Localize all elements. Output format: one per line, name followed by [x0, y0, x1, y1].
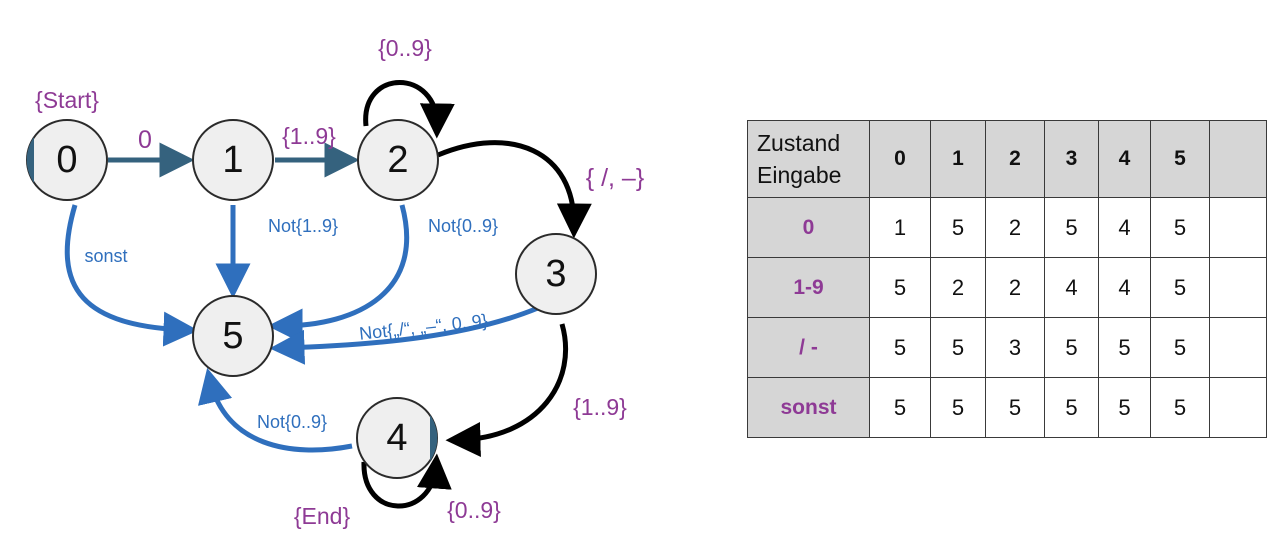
state-0-label: 0: [56, 139, 77, 181]
table-cell: 3: [985, 317, 1045, 378]
table-cell: [1209, 377, 1267, 438]
table-cell: 5: [1044, 377, 1099, 438]
table-row: 0 1 5 2 5 4 5: [747, 197, 1267, 258]
table-cell: [1209, 197, 1267, 258]
table-cell: 5: [930, 377, 986, 438]
edge-2-5-label: Not{0..9}: [428, 216, 498, 236]
state-3: 3: [515, 233, 597, 315]
edge-0-5: [64, 204, 199, 347]
table-cell: 2: [985, 197, 1045, 258]
column-header-0: 0: [869, 120, 931, 198]
table-header-row: Zustand Eingabe 0 1 2 3 4 5: [747, 120, 1267, 198]
table-cell: 5: [1098, 317, 1151, 378]
edge-4-5: [198, 367, 353, 453]
edge-0-5-label: sonst: [84, 246, 127, 266]
table-cell: 5: [930, 317, 986, 378]
state-4-label: 4: [386, 417, 407, 459]
row-header: 0: [747, 197, 870, 258]
edge-2-3: [437, 140, 592, 239]
table-cell: 4: [1098, 257, 1151, 318]
corner-label-zustand: Zustand: [757, 130, 841, 156]
corner-label-eingabe: Eingabe: [757, 162, 842, 188]
column-header-4: 4: [1098, 120, 1151, 198]
table-cell: 2: [985, 257, 1045, 318]
table-cell: [1209, 317, 1267, 378]
state-5-label: 5: [222, 315, 243, 357]
table-cell: 5: [869, 257, 931, 318]
state-5: 5: [192, 295, 274, 377]
edge-2-3-label: { /, –}: [586, 164, 644, 192]
transition-table: Zustand Eingabe 0 1 2 3 4 5 0 1 5 2 5 4 …: [747, 120, 1267, 438]
table-row: / - 5 5 3 5 5 5: [747, 317, 1267, 378]
edge-3-4: [445, 323, 569, 457]
column-header-1: 1: [930, 120, 986, 198]
edge-2-5: [267, 204, 410, 344]
edge-1-5-label: Not{1..9}: [268, 216, 338, 236]
table-cell: 4: [1098, 197, 1151, 258]
table-cell: 5: [1150, 377, 1210, 438]
table-row: sonst 5 5 5 5 5 5: [747, 377, 1267, 438]
end-marker: [430, 415, 438, 461]
table-cell: 5: [1098, 377, 1151, 438]
table-cell: 2: [930, 257, 986, 318]
column-header-5: 5: [1150, 120, 1210, 198]
table-cell: 5: [985, 377, 1045, 438]
edge-0-1-label: 0: [138, 126, 152, 154]
table-cell: 5: [1150, 317, 1210, 378]
table-cell: 5: [930, 197, 986, 258]
state-2-label: 2: [387, 139, 408, 181]
state-3-label: 3: [545, 253, 566, 295]
table-cell: 5: [1150, 257, 1210, 318]
start-label: {Start}: [35, 87, 99, 113]
table-cell: [1209, 257, 1267, 318]
table-corner-cell: Zustand Eingabe: [747, 120, 870, 198]
edge-3-5: [269, 305, 539, 365]
end-label: {End}: [294, 503, 351, 529]
table-cell: 5: [1044, 197, 1099, 258]
row-header: / -: [747, 317, 870, 378]
edge-loop-2: [363, 80, 455, 139]
table-cell: 5: [869, 317, 931, 378]
edge-4-5-label: Not{0..9}: [257, 412, 327, 432]
edge-1-2-label: {1..9}: [282, 123, 336, 149]
table-cell: 5: [1044, 317, 1099, 378]
table-cell: 5: [1150, 197, 1210, 258]
state-0: 0: [26, 119, 108, 201]
state-diagram: 0 1 2 3 4 5 {Start} {End} 0 {1..9} {0..9…: [26, 35, 644, 529]
table-cell: 5: [869, 377, 931, 438]
table-cell: 4: [1044, 257, 1099, 318]
row-header: 1-9: [747, 257, 870, 318]
column-header-empty: [1209, 120, 1267, 198]
start-marker: [26, 137, 34, 183]
loop-2-label: {0..9}: [378, 35, 432, 61]
state-1-label: 1: [222, 139, 243, 181]
table-cell: 1: [869, 197, 931, 258]
state-4: 4: [356, 397, 438, 479]
row-header: sonst: [747, 377, 870, 438]
column-header-2: 2: [985, 120, 1045, 198]
loop-4-label: {0..9}: [447, 497, 501, 523]
edge-loop-4: [361, 453, 452, 509]
column-header-3: 3: [1044, 120, 1099, 198]
state-1: 1: [192, 119, 274, 201]
edge-3-4-label: {1..9}: [573, 394, 627, 420]
state-2: 2: [357, 119, 439, 201]
table-row: 1-9 5 2 2 4 4 5: [747, 257, 1267, 318]
